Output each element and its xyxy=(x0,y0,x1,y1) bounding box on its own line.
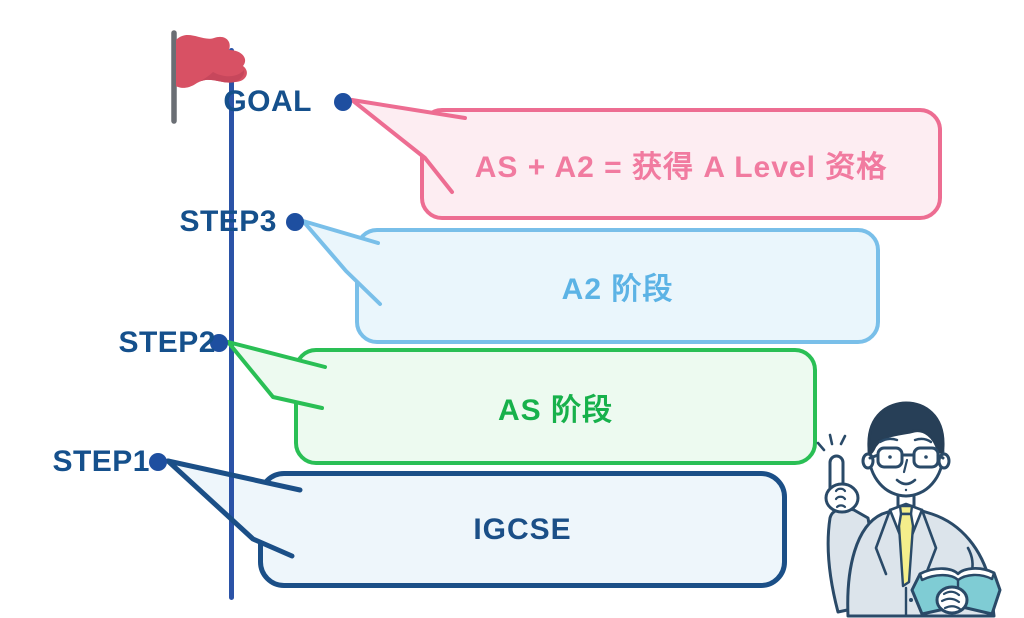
speech-bubble-goal-text: AS + A2 = 获得 A Level 资格 xyxy=(474,151,888,184)
step-label-step1: STEP1 xyxy=(52,445,150,478)
speech-bubble-step1-text: IGCSE xyxy=(473,512,572,546)
suit-jacket xyxy=(846,504,996,618)
speech-bubble-step3-text: A2 阶段 xyxy=(561,273,674,306)
step-label-goal: GOAL xyxy=(223,85,312,118)
hair xyxy=(867,401,945,455)
speech-bubble-step2: AS 阶段 xyxy=(294,348,817,465)
teacher-pointing-illustration xyxy=(816,401,1002,618)
speech-bubble-step3: A2 阶段 xyxy=(355,228,880,344)
tie xyxy=(897,504,915,588)
timeline-dot-step3 xyxy=(286,213,304,231)
step-label-step3: STEP3 xyxy=(179,205,277,238)
timeline-line xyxy=(229,48,234,600)
speech-bubble-goal: AS + A2 = 获得 A Level 资格 xyxy=(420,108,942,220)
timeline-dot-goal xyxy=(334,93,352,111)
open-book xyxy=(910,567,1002,616)
face xyxy=(867,410,945,498)
emphasis-marks-icon xyxy=(816,433,847,452)
step-label-step2: STEP2 xyxy=(118,326,216,359)
speech-bubble-step2-text: AS 阶段 xyxy=(497,393,613,427)
glasses-icon xyxy=(868,446,945,469)
speech-bubble-step1: IGCSE xyxy=(258,471,787,588)
timeline-dot-step1 xyxy=(149,453,167,471)
pointing-finger xyxy=(828,454,845,498)
